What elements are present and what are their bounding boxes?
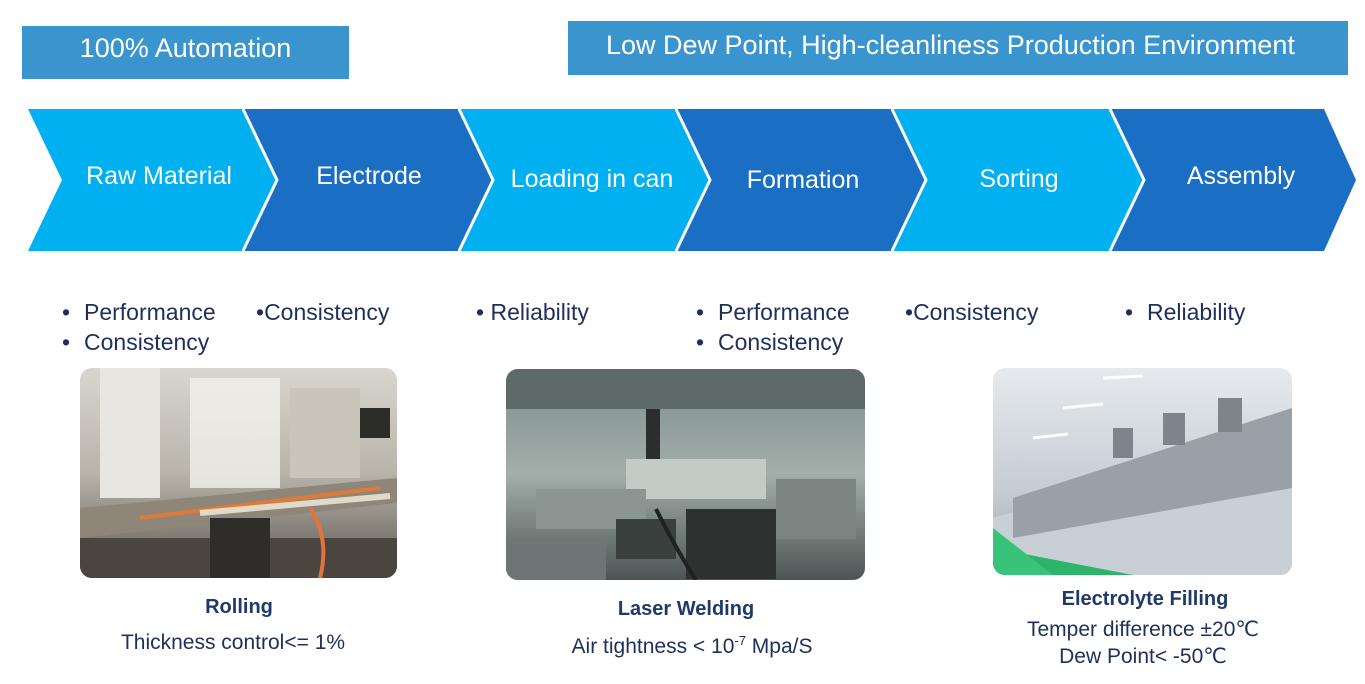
feature-list-assembly: • Reliability xyxy=(1125,297,1245,327)
feature-list-raw-material: • Performance • Consistency xyxy=(62,297,216,357)
feature-item: • Reliability xyxy=(476,297,589,327)
feature-list-sorting: •Consistency xyxy=(905,297,1038,327)
feature-item: • Performance xyxy=(696,297,850,327)
laser-welding-title: Laser Welding xyxy=(617,598,755,620)
chevron-raw-material xyxy=(28,109,277,251)
chevron-assembly xyxy=(1110,109,1356,251)
automation-banner: 100% Automation xyxy=(22,26,349,79)
chevron-electrode xyxy=(243,109,493,251)
laser-spec-suffix: Mpa/S xyxy=(745,635,813,658)
step-label-assembly: Assembly xyxy=(1186,162,1296,190)
environment-banner: Low Dew Point, High-cleanliness Producti… xyxy=(568,21,1348,75)
feature-text: Consistency xyxy=(718,329,844,355)
electrolyte-temp-spec: Temper difference ±20℃ xyxy=(1026,618,1260,641)
feature-list-loading: • Reliability xyxy=(476,297,589,327)
electrolyte-dew-spec: Dew Point< -50℃ xyxy=(1059,645,1227,668)
automation-banner-text: 100% Automation xyxy=(79,33,292,63)
laser-spec-prefix: Air tightness < 10 xyxy=(571,635,735,658)
feature-text: Consistency xyxy=(913,299,1039,325)
feature-item: • Reliability xyxy=(1125,297,1245,327)
step-label-loading-in-can: Loading in can xyxy=(510,165,674,193)
feature-text: Consistency xyxy=(84,329,210,355)
bullet: • xyxy=(696,329,705,355)
feature-item: • Consistency xyxy=(696,327,850,357)
feature-item: • Performance xyxy=(62,297,216,327)
chevron-loading-in-can xyxy=(459,109,710,251)
laser-welding-photo xyxy=(506,369,865,580)
step-label-sorting: Sorting xyxy=(979,165,1059,193)
bullet: • xyxy=(476,299,485,325)
bullet: • xyxy=(905,299,914,325)
chevron-sorting xyxy=(892,109,1144,251)
electrolyte-filling-title: Electrolyte Filling xyxy=(1061,588,1229,610)
laser-spec-exponent: -7 xyxy=(734,633,746,648)
bullet: • xyxy=(62,299,71,325)
step-label-formation: Formation xyxy=(746,166,860,194)
feature-list-electrode: •Consistency xyxy=(256,297,389,327)
rolling-photo xyxy=(80,368,397,578)
feature-text: Consistency xyxy=(264,299,390,325)
feature-item: •Consistency xyxy=(256,297,389,327)
step-label-raw-material: Raw Material xyxy=(86,162,232,190)
feature-item: •Consistency xyxy=(905,297,1038,327)
feature-text: Performance xyxy=(718,299,850,325)
bullet: • xyxy=(1125,299,1134,325)
bullet: • xyxy=(696,299,705,325)
feature-text: Reliability xyxy=(490,299,589,325)
laser-welding-spec: Air tightness < 10-7 Mpa/S xyxy=(572,633,813,659)
process-chevrons xyxy=(28,108,1356,252)
feature-text: Reliability xyxy=(1147,299,1246,325)
bullet: • xyxy=(62,329,71,355)
feature-list-formation: • Performance • Consistency xyxy=(696,297,850,357)
chevron-formation xyxy=(676,109,926,251)
rolling-title: Rolling xyxy=(205,596,273,618)
bullet: • xyxy=(256,299,265,325)
electrolyte-filling-photo xyxy=(993,368,1292,575)
step-label-electrode: Electrode xyxy=(316,162,422,190)
rolling-spec: Thickness control<= 1% xyxy=(120,631,346,654)
feature-text: Performance xyxy=(84,299,216,325)
feature-item: • Consistency xyxy=(62,327,216,357)
environment-banner-text: Low Dew Point, High-cleanliness Producti… xyxy=(606,29,1295,60)
